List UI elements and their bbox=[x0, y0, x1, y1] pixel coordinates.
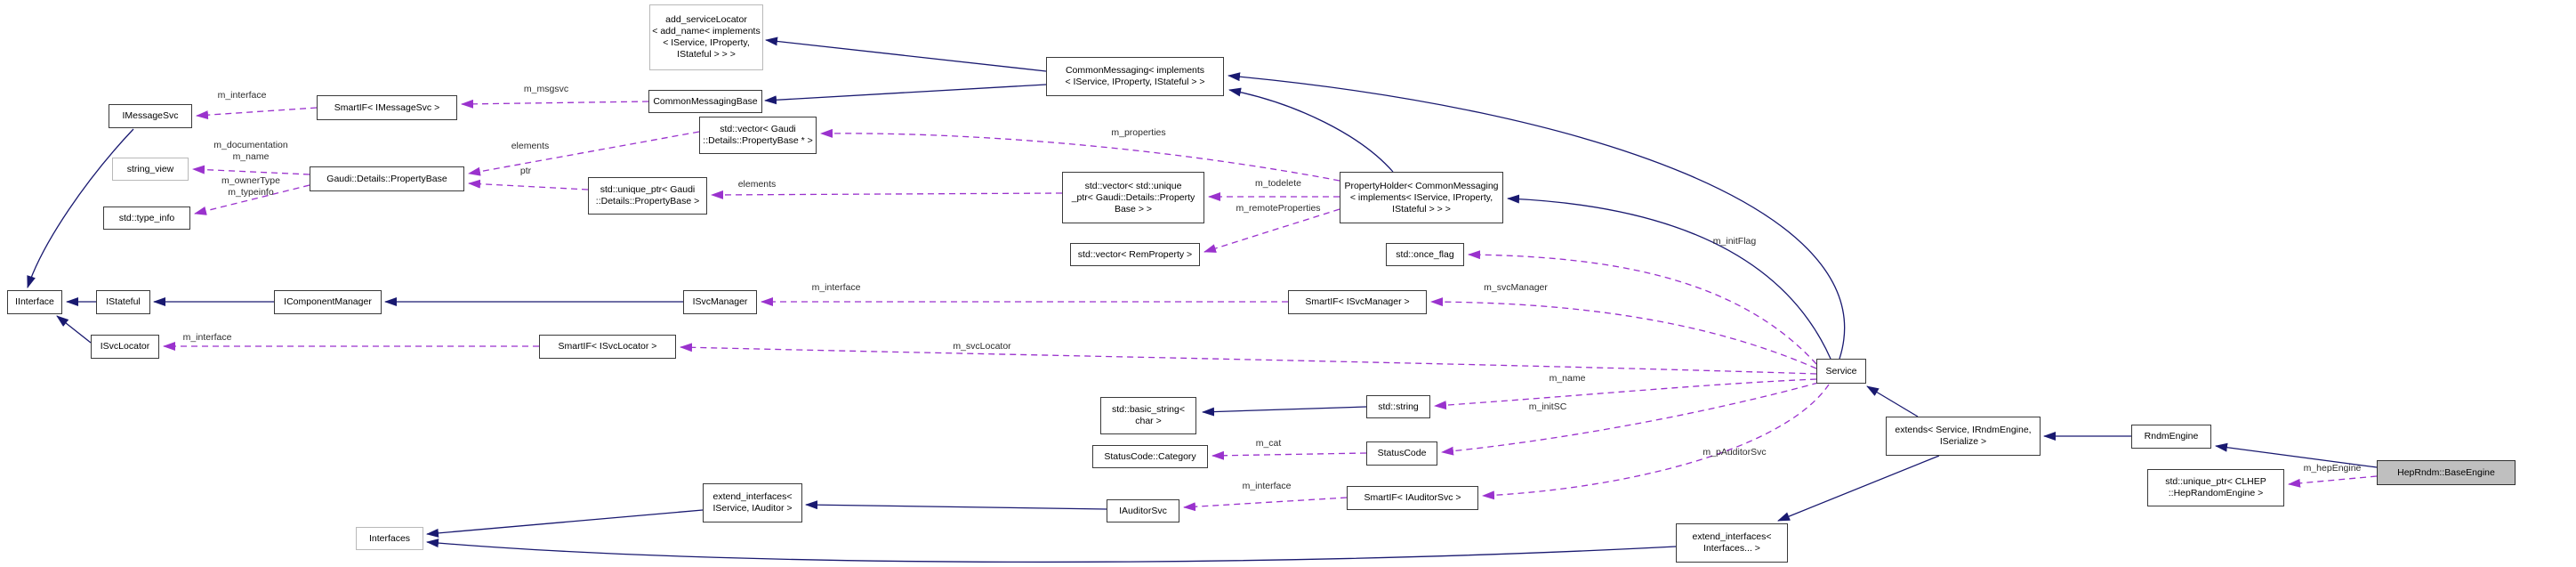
uedge-baseengine-uptrclhep bbox=[2288, 475, 2378, 488]
edge-label-m-name: m_name bbox=[1549, 373, 1586, 384]
node-extend-interfaces-iservice-iauditor[interactable]: extend_interfaces< IService, IAuditor > bbox=[703, 483, 802, 522]
edge-label-m-initflag: m_initFlag bbox=[1712, 236, 1757, 247]
edge-service-commonmessaging bbox=[1228, 72, 1846, 360]
edge-label-m-msgsvc: m_msgsvc bbox=[523, 84, 569, 94]
node-string-view: string_view bbox=[112, 158, 189, 181]
edge-label-m-interface-iauditorsvc: m_interface bbox=[1242, 481, 1292, 491]
node-std-basic-string[interactable]: std::basic_string< char > bbox=[1100, 397, 1196, 434]
node-vector-propertybase-ptr[interactable]: std::vector< Gaudi ::Details::PropertyBa… bbox=[699, 117, 817, 154]
node-commonmessagingbase[interactable]: CommonMessagingBase bbox=[648, 90, 762, 113]
node-add-servicelocator: add_serviceLocator < add_name< implement… bbox=[649, 4, 763, 70]
edge-extends-service bbox=[1866, 385, 1919, 417]
edge-propertyholder-commonmessaging bbox=[1228, 87, 1394, 173]
uedge-service-smartifauditor bbox=[1482, 384, 1830, 500]
edge-baseengine-rndmengine bbox=[2215, 442, 2378, 468]
uedge-smartifimsgsvc-imessagesvc bbox=[196, 107, 318, 120]
node-smartif-isvcmanager[interactable]: SmartIF< ISvcManager > bbox=[1288, 290, 1427, 314]
edge-label-m-todelete: m_todelete bbox=[1255, 178, 1301, 189]
node-unique-ptr-propertybase[interactable]: std::unique_ptr< Gaudi ::Details::Proper… bbox=[588, 177, 707, 215]
node-smartif-iauditorsvc[interactable]: SmartIF< IAuditorSvc > bbox=[1347, 486, 1478, 510]
node-propertyholder[interactable]: PropertyHolder< CommonMessaging < implem… bbox=[1340, 172, 1503, 223]
inheritance-edges bbox=[27, 36, 2378, 563]
uedge-service-onceflag bbox=[1468, 250, 1817, 365]
node-unique-ptr-clhep-heprandomengine[interactable]: std::unique_ptr< CLHEP ::HepRandomEngine… bbox=[2147, 469, 2284, 506]
node-statuscode-category[interactable]: StatusCode::Category bbox=[1092, 445, 1208, 468]
edge-extends-extendinterfaces bbox=[1777, 455, 1940, 522]
edge-label-m-svcmanager: m_svcManager bbox=[1484, 282, 1548, 293]
uedge-commonmessagingbase-smartifimsgsvc bbox=[461, 99, 649, 109]
edge-label-m-cat: m_cat bbox=[1255, 438, 1282, 449]
edge-extendifsvcaud-interfaces bbox=[426, 509, 704, 538]
edge-label-m-properties: m_properties bbox=[1111, 127, 1166, 138]
uedge-propertybase-typeinfo bbox=[194, 184, 310, 215]
edge-commonmessaging-commonmessagingbase bbox=[764, 84, 1047, 105]
node-commonmessaging[interactable]: CommonMessaging< implements < IService, … bbox=[1046, 57, 1224, 96]
node-iinterface[interactable]: IInterface bbox=[7, 290, 62, 314]
uedge-propertybase-stringview bbox=[192, 165, 310, 175]
uedge-smartifauditor-iauditorsvc bbox=[1183, 497, 1348, 512]
edge-isvclocator-iinterface bbox=[56, 315, 92, 344]
node-rndmengine[interactable]: RndmEngine bbox=[2131, 425, 2211, 449]
node-isvcmanager[interactable]: ISvcManager bbox=[683, 290, 757, 314]
edge-label-m-ownertype-m-typeinfo: m_ownerType m_typeinfo bbox=[221, 175, 280, 198]
edge-commonmessaging-addservicelocator bbox=[765, 36, 1047, 72]
edge-label-m-interface-isvcmanager: m_interface bbox=[811, 282, 861, 293]
edge-label-elements-outer: elements bbox=[511, 141, 550, 151]
node-vector-remproperty[interactable]: std::vector< RemProperty > bbox=[1070, 243, 1200, 266]
edge-label-m-hepengine: m_hepEngine bbox=[2303, 463, 2362, 474]
node-extends-service-irndmengine-iserialize[interactable]: extends< Service, IRndmEngine, ISerializ… bbox=[1886, 417, 2041, 456]
node-icomponentmanager[interactable]: IComponentManager bbox=[274, 290, 382, 314]
node-service[interactable]: Service bbox=[1816, 359, 1866, 384]
edge-stdstring-basicstring bbox=[1202, 406, 1367, 417]
node-std-once-flag[interactable]: std::once_flag bbox=[1386, 243, 1464, 266]
edge-label-m-interface-isvclocator: m_interface bbox=[182, 332, 232, 343]
edge-label-m-documentation-m-name: m_documentation m_name bbox=[213, 140, 288, 162]
node-smartif-isvclocator[interactable]: SmartIF< ISvcLocator > bbox=[539, 335, 676, 359]
node-vector-unique-ptr[interactable]: std::vector< std::unique _ptr< Gaudi::De… bbox=[1062, 172, 1204, 223]
node-std-string[interactable]: std::string bbox=[1366, 395, 1430, 418]
node-std-type-info[interactable]: std::type_info bbox=[103, 207, 190, 230]
uedge-service-smartifsvcloc bbox=[680, 343, 1817, 375]
edge-label-m-remoteproperties: m_remoteProperties bbox=[1236, 203, 1321, 214]
edge-label-m-initsc: m_initSC bbox=[1528, 401, 1567, 412]
usage-edges bbox=[163, 99, 2378, 512]
edge-service-propertyholder bbox=[1507, 194, 1831, 360]
edge-label-ptr: ptr bbox=[519, 166, 532, 176]
uedge-statuscode-category bbox=[1212, 450, 1367, 460]
node-imessagesvc[interactable]: IMessageSvc bbox=[109, 104, 192, 128]
node-isvclocator[interactable]: ISvcLocator bbox=[91, 335, 159, 359]
uedge-service-smartifsvcmgr bbox=[1430, 297, 1817, 369]
uedge-propertyholder-vectorrem bbox=[1203, 208, 1340, 253]
uedge-service-statuscode bbox=[1441, 382, 1819, 456]
node-heprndm-baseengine: HepRndm::BaseEngine bbox=[2377, 460, 2516, 485]
uedge-vectorpbptr-propertybase bbox=[468, 131, 700, 176]
edge-label-m-pauditorsvc: m_pAuditorSvc bbox=[1703, 447, 1767, 458]
node-iauditorsvc[interactable]: IAuditorSvc bbox=[1107, 499, 1179, 522]
node-extend-interfaces-variadic[interactable]: extend_interfaces< Interfaces... > bbox=[1676, 523, 1788, 563]
edge-extendififaces-interfaces bbox=[426, 539, 1677, 563]
node-smartif-imessagesvc[interactable]: SmartIF< IMessageSvc > bbox=[317, 95, 457, 120]
edge-label-m-svclocator: m_svcLocator bbox=[953, 341, 1011, 352]
edge-label-m-interface-imessagesvc: m_interface bbox=[217, 90, 267, 101]
edge-label-elements-inner: elements bbox=[737, 179, 777, 190]
edge-iauditorsvc-extendifsvcaud bbox=[805, 500, 1107, 510]
node-istateful[interactable]: IStateful bbox=[96, 290, 150, 314]
node-statuscode[interactable]: StatusCode bbox=[1366, 441, 1437, 466]
uedge-service-stdstring bbox=[1434, 378, 1817, 410]
uedge-vectoruptr-uniqueptrpb bbox=[711, 190, 1063, 199]
uedge-propertyholder-vectorpbptr bbox=[820, 128, 1340, 182]
node-gaudi-details-propertybase[interactable]: Gaudi::Details::PropertyBase bbox=[310, 166, 464, 191]
edge-imessagesvc-iinterface bbox=[27, 128, 134, 288]
node-interfaces: Interfaces bbox=[356, 527, 423, 550]
uedge-uniqueptrpb-propertybase bbox=[468, 179, 589, 190]
